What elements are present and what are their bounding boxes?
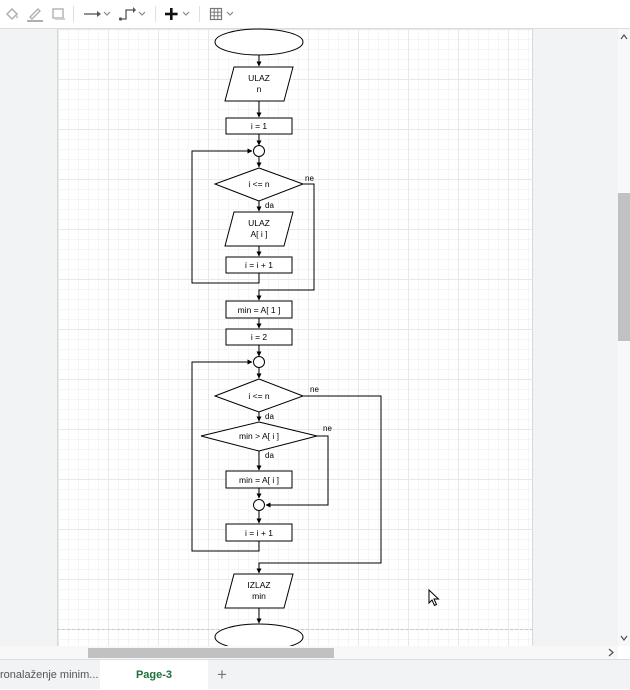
output-var: min xyxy=(252,591,266,601)
condition-label: min > A[ i ] xyxy=(239,431,279,441)
input-array-label: ULAZ xyxy=(248,218,270,228)
fill-color-icon[interactable] xyxy=(4,4,20,24)
assign-min-shape[interactable] xyxy=(225,300,293,319)
flowchart: ULAZ n i = 1 i <= n ULAZ A[ i ] i = i + … xyxy=(191,28,382,646)
skip-connector[interactable] xyxy=(265,435,329,508)
increment-label: i = i + 1 xyxy=(245,260,273,270)
assign-i2-shape[interactable] xyxy=(225,328,293,346)
connector-circle[interactable] xyxy=(253,145,265,157)
exit-connector[interactable] xyxy=(256,183,315,301)
toolbar-separator xyxy=(199,6,200,22)
input-n-shape[interactable] xyxy=(224,66,294,102)
input-array-var: A[ i ] xyxy=(250,229,267,239)
diagram-page[interactable] xyxy=(57,29,533,646)
exit-connector[interactable] xyxy=(256,395,382,574)
edge-label-ne: ne xyxy=(323,424,332,433)
mouse-cursor-icon xyxy=(428,589,440,607)
condition-label: i <= n xyxy=(248,179,270,189)
increment-shape[interactable] xyxy=(225,523,293,542)
increment-label: i = i + 1 xyxy=(245,528,273,538)
add-page-button[interactable]: + xyxy=(217,665,227,684)
insert-icon[interactable] xyxy=(164,4,194,24)
start-terminal[interactable] xyxy=(214,28,304,56)
assign-min-label: min = A[ 1 ] xyxy=(238,305,281,315)
input-array-shape[interactable] xyxy=(224,211,294,247)
scroll-right-icon xyxy=(608,648,614,657)
edge-label-ne: ne xyxy=(305,174,314,183)
waypoints-icon[interactable] xyxy=(118,4,148,24)
input-n-var: n xyxy=(257,84,262,94)
edge-label-da: da xyxy=(265,451,274,460)
toolbar-separator xyxy=(73,6,74,22)
condition-shape[interactable] xyxy=(213,378,305,413)
scroll-up-icon xyxy=(620,34,628,40)
condition-shape[interactable] xyxy=(200,421,318,452)
connection-icon[interactable] xyxy=(83,4,113,24)
output-label: IZLAZ xyxy=(247,580,270,590)
loop-back-connector[interactable] xyxy=(191,148,260,284)
horizontal-scrollbar-thumb[interactable] xyxy=(88,648,334,658)
assign-min2-label: min = A[ i ] xyxy=(239,475,279,485)
page-tab-bar: ronalaženje minim... Page-3 + xyxy=(0,659,630,690)
toolbar xyxy=(0,0,630,29)
end-terminal[interactable] xyxy=(214,623,304,646)
condition-shape[interactable] xyxy=(213,167,305,202)
edge-label-da: da xyxy=(265,201,274,210)
tab-page-3[interactable]: Page-3 xyxy=(100,660,208,690)
connector-circle[interactable] xyxy=(253,356,265,368)
assign-i1-label: i = 1 xyxy=(251,121,268,131)
edge-label-da: da xyxy=(265,412,274,421)
output-shape[interactable] xyxy=(224,573,294,609)
assign-min2-shape[interactable] xyxy=(225,470,293,489)
shadow-icon[interactable] xyxy=(51,4,67,24)
condition-label: i <= n xyxy=(248,391,270,401)
edge-label-ne: ne xyxy=(310,385,319,394)
line-color-icon[interactable] xyxy=(26,4,44,24)
tab-previous-page[interactable]: ronalaženje minim... xyxy=(0,669,99,681)
vertical-scrollbar-thumb[interactable] xyxy=(618,193,630,341)
toolbar-separator xyxy=(155,6,156,22)
assign-i2-label: i = 2 xyxy=(251,332,268,342)
connector-circle[interactable] xyxy=(253,499,265,511)
table-icon[interactable] xyxy=(209,4,239,24)
scroll-down-icon xyxy=(620,635,628,641)
assign-i1-shape[interactable] xyxy=(225,117,293,135)
loop-back-connector[interactable] xyxy=(191,359,260,552)
increment-shape[interactable] xyxy=(225,256,293,274)
input-n-label: ULAZ xyxy=(248,73,270,83)
